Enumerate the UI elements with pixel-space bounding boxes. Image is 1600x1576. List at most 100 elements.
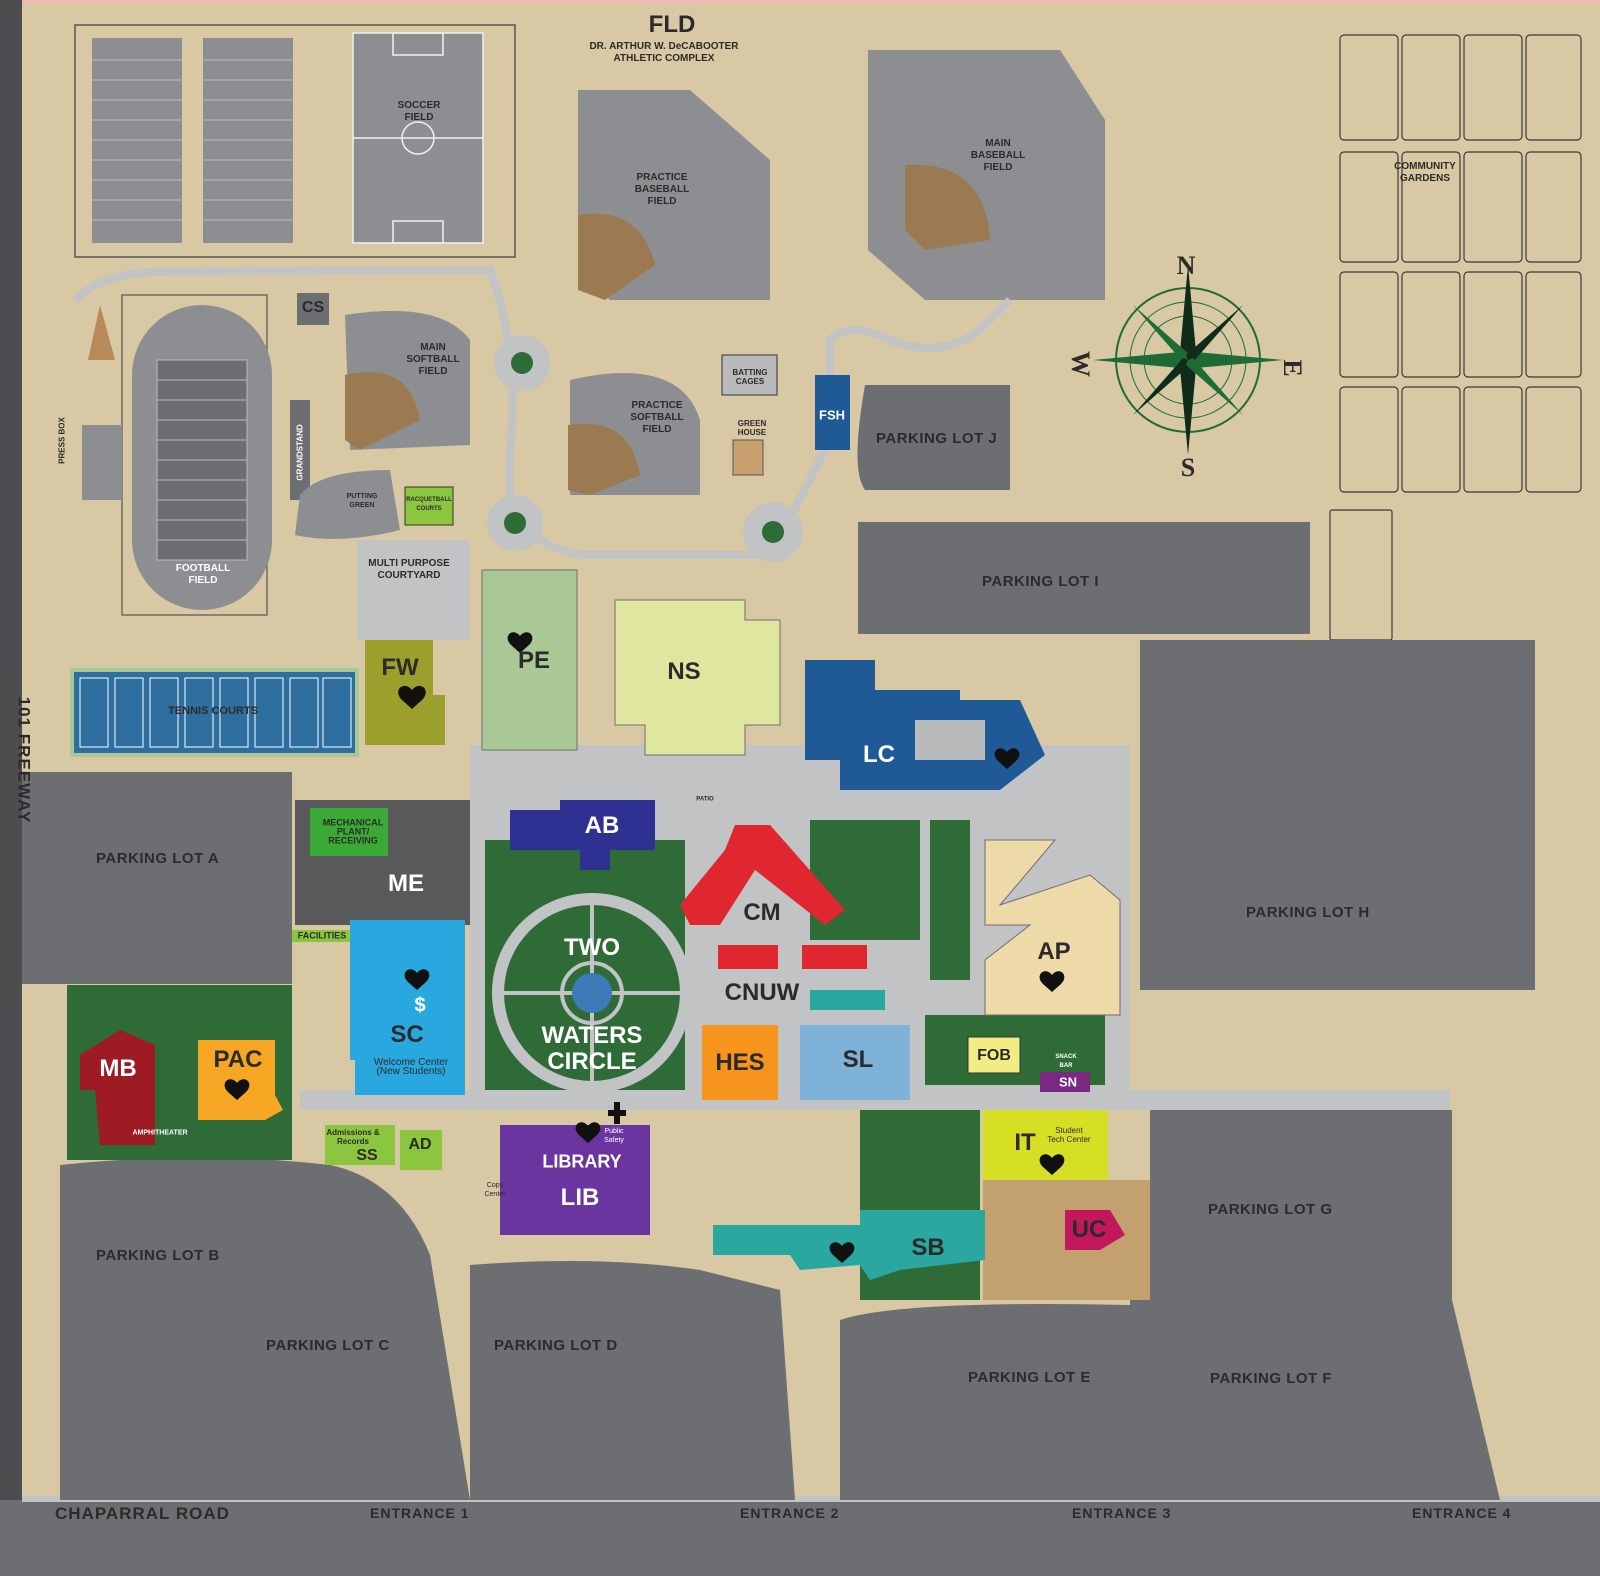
heart-icon — [507, 632, 533, 653]
batting-cages — [721, 354, 778, 396]
building-ns-label[interactable]: NS — [667, 658, 701, 685]
building-ad-label[interactable]: AD — [408, 1136, 432, 1153]
building-ss-label[interactable]: SS — [356, 1147, 378, 1164]
two-waters-circle-line1: TWO — [564, 934, 620, 961]
main-baseball-label: MAIN BASEBALL FIELD — [970, 138, 1026, 173]
two-waters-circle-line3: CIRCLE — [547, 1048, 637, 1075]
building-pac-label[interactable]: PAC — [213, 1046, 263, 1073]
entrance-2[interactable]: ENTRANCE 2 — [740, 1505, 840, 1521]
mechanical-label: MECHANICAL PLANT/ RECEIVING — [322, 817, 384, 846]
heart-icon — [994, 748, 1020, 769]
building-cnuw-label[interactable]: CNUW — [724, 979, 800, 1006]
building-ns — [614, 599, 781, 756]
parking-lot-d-label[interactable]: PARKING LOT D — [494, 1337, 618, 1354]
parking-lot-i-label[interactable]: PARKING LOT I — [982, 573, 1100, 590]
parking-lot-g-label[interactable]: PARKING LOT G — [1208, 1201, 1333, 1218]
green-house-label: GREEN HOUSE — [737, 419, 767, 437]
public-safety-cross-icon — [608, 1102, 626, 1124]
building-pe-label[interactable]: PE — [517, 647, 551, 674]
press-box — [82, 425, 122, 500]
campus-loop-path — [72, 265, 1013, 559]
grandstand — [290, 400, 310, 500]
parking-lot-a-label[interactable]: PARKING LOT A — [96, 850, 220, 867]
building-fob-label[interactable]: FOB — [977, 1047, 1011, 1064]
facilities-strip — [292, 930, 352, 942]
compass-rose — [1093, 265, 1283, 455]
compass-e: E — [1278, 359, 1307, 377]
building-lib-label[interactable]: LIB — [560, 1184, 600, 1211]
parking-lot-h-label[interactable]: PARKING LOT H — [1246, 904, 1370, 921]
building-ap — [984, 839, 1121, 1016]
parking-lot-e — [840, 1304, 1130, 1500]
building-lc-label[interactable]: LC — [863, 741, 895, 768]
building-uc-label[interactable]: UC — [1071, 1216, 1107, 1243]
press-box-label: PRESS BOX — [57, 417, 67, 464]
entrance-3[interactable]: ENTRANCE 3 — [1072, 1505, 1172, 1521]
tennis-courts — [70, 668, 359, 757]
parking-lot-c-label[interactable]: PARKING LOT C — [266, 1337, 390, 1354]
welcome-center-label: Welcome Center (New Students) — [373, 1057, 449, 1077]
building-uc — [1065, 1210, 1125, 1250]
heart-icon — [575, 1122, 601, 1143]
building-fsh-label[interactable]: FSH — [819, 407, 845, 423]
green-house — [732, 439, 764, 476]
batting-cages-label: BATTING CAGES — [732, 368, 768, 386]
freeway-label: 101 FREEWAY — [14, 696, 34, 824]
parking-lot-b-label[interactable]: PARKING LOT B — [96, 1247, 220, 1264]
parking-lot-j — [857, 385, 1010, 490]
patio-label: PATIO — [696, 796, 714, 803]
main-softball-infield — [345, 372, 420, 450]
library-word-label: LIBRARY — [542, 1151, 622, 1172]
parking-lot-f-label[interactable]: PARKING LOT F — [1210, 1370, 1333, 1387]
building-ab — [510, 800, 655, 870]
parking-lot-j-label[interactable]: PARKING LOT J — [876, 430, 998, 447]
building-sl — [800, 1025, 910, 1100]
building-it — [983, 1110, 1108, 1180]
grandstand-label: GRANDSTAND — [295, 424, 305, 481]
building-cs-label[interactable]: CS — [301, 299, 325, 316]
mp-courtyard — [357, 540, 470, 640]
building-pac — [198, 1040, 283, 1120]
building-cm — [680, 825, 845, 925]
building-mb-label[interactable]: MB — [99, 1055, 137, 1082]
building-sc — [350, 920, 465, 1095]
chaparral-road-edge — [22, 1496, 1600, 1502]
parking-lot-b — [60, 1157, 470, 1500]
fld-subtitle: DR. ARTHUR W. DeCABOOTER ATHLETIC COMPLE… — [589, 41, 739, 64]
community-gardens-label: COMMUNITY GARDENS — [1394, 161, 1456, 184]
building-ss — [325, 1125, 395, 1165]
parking-lot-h — [1140, 640, 1535, 990]
parking-lot-f — [1130, 1300, 1500, 1500]
chaparral-road-label[interactable]: CHAPARRAL ROAD — [55, 1504, 230, 1523]
main-softball-label: MAIN SOFTBALL FIELD — [406, 342, 460, 377]
building-ap-label[interactable]: AP — [1037, 938, 1071, 965]
parking-lot-a — [22, 772, 292, 984]
racquetball-label: RACQUETBALL COURTS — [406, 497, 452, 512]
tennis-courts-label: TENNIS COURTS — [168, 705, 258, 717]
building-sb-label[interactable]: SB — [911, 1234, 945, 1261]
building-fob — [967, 1036, 1021, 1074]
entrance-1[interactable]: ENTRANCE 1 — [370, 1505, 470, 1521]
building-fw-label[interactable]: FW — [381, 654, 419, 681]
compass-s: S — [1180, 453, 1196, 482]
practice-softball-infield — [568, 423, 640, 495]
building-cm-label[interactable]: CM — [743, 899, 781, 926]
building-ab-label[interactable]: AB — [584, 812, 620, 839]
copy-center-label: Copy Center — [484, 1182, 506, 1198]
building-sn-label[interactable]: SN — [1058, 1074, 1078, 1090]
lc-courtyard — [915, 720, 985, 760]
building-ad — [400, 1130, 442, 1170]
building-lib — [500, 1125, 650, 1235]
building-sc-label[interactable]: SC — [390, 1021, 424, 1048]
building-hes-label[interactable]: HES — [715, 1049, 765, 1076]
building-it-label[interactable]: IT — [1014, 1129, 1036, 1156]
parking-lot-e-label[interactable]: PARKING LOT E — [968, 1369, 1091, 1386]
building-sl-label[interactable]: SL — [842, 1046, 874, 1073]
building-me-label[interactable]: ME — [388, 870, 424, 897]
lawn-east-strip — [930, 820, 970, 980]
entrance-4[interactable]: ENTRANCE 4 — [1412, 1505, 1512, 1521]
snack-bar-label: SNACK BAR — [1055, 1054, 1077, 1069]
football-field-label: FOOTBALL FIELD — [175, 563, 231, 586]
amphitheater-label: AMPHITHEATER — [132, 1129, 188, 1137]
